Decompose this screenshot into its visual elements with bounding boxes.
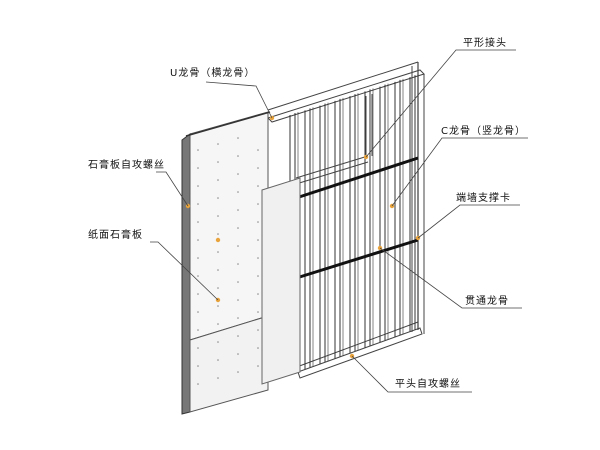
leader-c-keel bbox=[391, 137, 528, 207]
screw-dot bbox=[217, 341, 219, 343]
screw-dot bbox=[257, 347, 259, 349]
label-through-keel: 贯通龙骨 bbox=[465, 296, 509, 307]
screw-dot bbox=[257, 221, 259, 223]
leader-u-keel bbox=[205, 81, 273, 119]
screw-dot bbox=[237, 263, 239, 265]
screw-dot bbox=[197, 185, 199, 187]
screw-dot bbox=[237, 173, 239, 175]
label-end-wall-clip: 端墙支撑卡 bbox=[456, 193, 511, 204]
gypsum-board-upper bbox=[189, 111, 269, 341]
screw-dot bbox=[237, 281, 239, 283]
label-paper-gypsum-board: 纸面石膏板 bbox=[88, 230, 143, 241]
screw-dot bbox=[237, 155, 239, 157]
screw-dot bbox=[257, 293, 259, 295]
leader-lines bbox=[150, 49, 528, 393]
gypsum-board-panel bbox=[181, 111, 301, 415]
through-keel-bar bbox=[289, 238, 419, 282]
screw-dot bbox=[217, 143, 219, 145]
screw-dot bbox=[197, 167, 199, 169]
screw-dot bbox=[197, 365, 199, 367]
through-keels bbox=[289, 156, 419, 282]
screw-dot bbox=[257, 329, 259, 331]
leader-flat-joint bbox=[365, 49, 516, 158]
label-flat-joint: 平形接头 bbox=[463, 38, 507, 49]
screw-dot bbox=[197, 221, 199, 223]
screw-dot bbox=[237, 335, 239, 337]
screw-dot bbox=[197, 311, 199, 313]
screw-dot bbox=[197, 203, 199, 205]
leader-flat-screw bbox=[351, 355, 472, 393]
screw-dot bbox=[237, 191, 239, 193]
screw-dot bbox=[217, 359, 219, 361]
screw-dot bbox=[237, 209, 239, 211]
leader-through bbox=[379, 247, 522, 309]
screw-dot bbox=[237, 353, 239, 355]
screw-dot bbox=[237, 371, 239, 373]
c-keel-studs bbox=[289, 74, 419, 375]
leader-screw bbox=[156, 171, 189, 207]
screw-dot bbox=[237, 299, 239, 301]
screw-dot bbox=[237, 245, 239, 247]
screw-dot bbox=[237, 317, 239, 319]
screw-dot bbox=[197, 275, 199, 277]
screw-dot bbox=[217, 179, 219, 181]
screw-dot bbox=[257, 149, 259, 151]
screw-dot bbox=[257, 257, 259, 259]
screw-dot bbox=[257, 203, 259, 205]
gypsum-board-lower bbox=[189, 315, 269, 413]
screw-dot bbox=[197, 239, 199, 241]
board-edge bbox=[181, 133, 191, 415]
leader-clip bbox=[417, 204, 520, 239]
screw-dot bbox=[217, 161, 219, 163]
screw-dot bbox=[217, 233, 219, 235]
screw-dot bbox=[257, 239, 259, 241]
screw-dot bbox=[257, 275, 259, 277]
leader-board bbox=[150, 241, 219, 301]
screw-dot bbox=[217, 323, 219, 325]
marker-board-upper bbox=[215, 237, 221, 243]
through-keel-bar bbox=[289, 156, 419, 202]
screw-dot bbox=[257, 167, 259, 169]
screw-dot bbox=[237, 227, 239, 229]
screw-dot bbox=[217, 269, 219, 271]
screw-dot bbox=[197, 293, 199, 295]
screw-dot bbox=[217, 197, 219, 199]
label-c-keel: C龙骨（竖龙骨） bbox=[441, 126, 526, 137]
label-gypsum-screw: 石膏板自攻螺丝 bbox=[88, 160, 165, 171]
screw-dot bbox=[197, 257, 199, 259]
gypsum-board-partial bbox=[261, 177, 301, 385]
screw-dot bbox=[197, 347, 199, 349]
screw-dot bbox=[197, 329, 199, 331]
screw-dot bbox=[257, 185, 259, 187]
label-flat-head-screw: 平头自攻螺丝 bbox=[395, 379, 461, 390]
screw-dot bbox=[197, 383, 199, 385]
label-u-keel: U龙骨（横龙骨） bbox=[170, 68, 256, 79]
screw-dot bbox=[257, 365, 259, 367]
screw-dot bbox=[217, 251, 219, 253]
screw-dot bbox=[217, 305, 219, 307]
screw-dots bbox=[197, 137, 259, 385]
screw-dot bbox=[217, 377, 219, 379]
opening-header bbox=[295, 94, 373, 185]
screw-dot bbox=[197, 149, 199, 151]
screw-dot bbox=[237, 137, 239, 139]
screw-dot bbox=[257, 311, 259, 313]
screw-dot bbox=[217, 287, 219, 289]
screw-dot bbox=[217, 215, 219, 217]
